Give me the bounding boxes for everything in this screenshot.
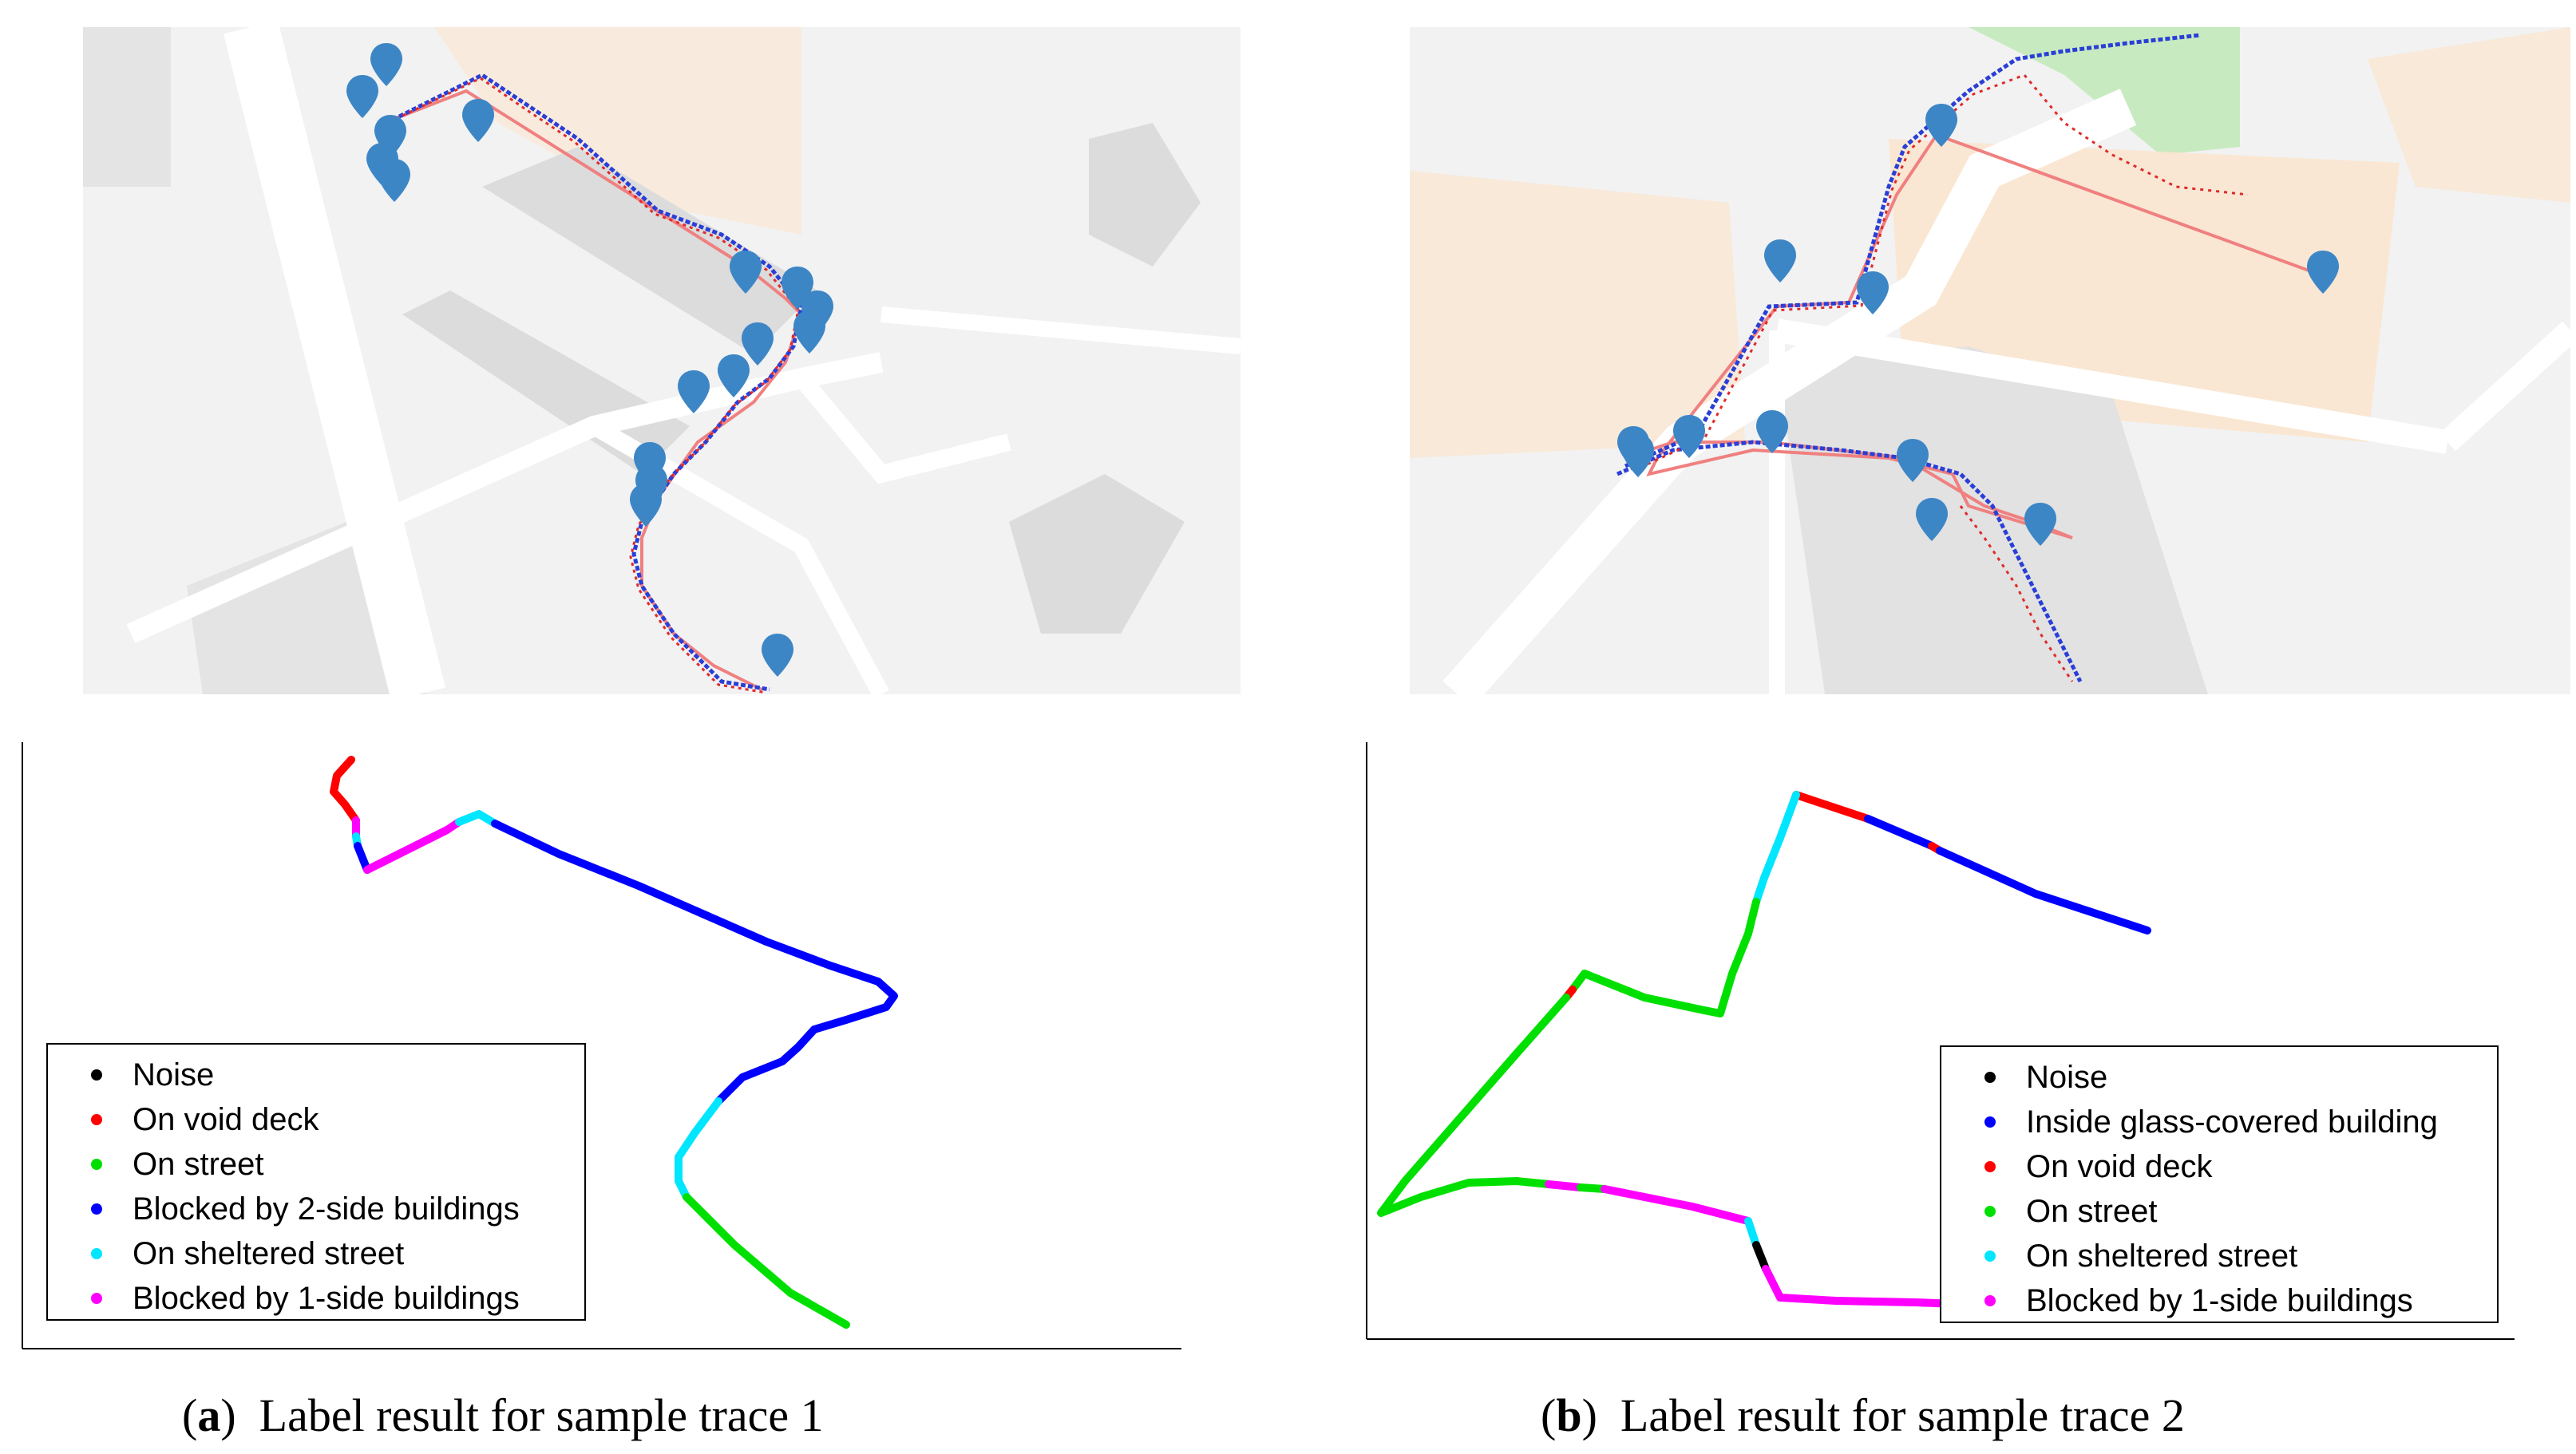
caption-b: (b) Label result for sample trace 2 xyxy=(1541,1389,2185,1441)
trace-a-segment xyxy=(363,818,463,874)
trace-b-segment xyxy=(1577,1183,1609,1193)
legend-label: On void deck xyxy=(133,1101,319,1137)
legend-marker-icon xyxy=(91,1248,102,1259)
trace-b-segment xyxy=(1752,1241,1770,1273)
caption-a-letter: a xyxy=(197,1389,221,1441)
trace-b-segment xyxy=(1545,1180,1585,1191)
trace-b-segment xyxy=(1752,791,1800,906)
legend-label: Noise xyxy=(133,1057,215,1092)
trace-b-segment xyxy=(1569,898,1760,1017)
legend-item: On sheltered street xyxy=(1953,1234,2486,1278)
trace-a-segment xyxy=(683,1193,850,1329)
trace-b-segment xyxy=(1744,1217,1760,1249)
legend-item: Blocked by 1-side buildings xyxy=(1953,1278,2486,1323)
legend-item: Blocked by 1-side buildings xyxy=(59,1276,573,1321)
trace-a-segment xyxy=(675,1097,722,1201)
trace-b-segment xyxy=(1936,847,2151,934)
legend-label: Blocked by 1-side buildings xyxy=(2026,1282,2413,1318)
legend-marker-icon xyxy=(1984,1206,1996,1217)
trace-b-segment xyxy=(1864,815,1936,850)
legend-item: On street xyxy=(59,1142,573,1187)
legend-item: Blocked by 2-side buildings xyxy=(59,1187,573,1231)
caption-a-text: Label result for sample trace 1 xyxy=(259,1389,824,1441)
legend-item: Noise xyxy=(1953,1055,2486,1100)
legend-marker-icon xyxy=(91,1114,102,1125)
legend-label: On sheltered street xyxy=(2026,1238,2298,1274)
legend-marker-icon xyxy=(1984,1295,1996,1306)
legend-label: Blocked by 1-side buildings xyxy=(133,1280,520,1316)
legend-marker-icon xyxy=(91,1159,102,1170)
legend-item: On void deck xyxy=(59,1097,573,1142)
legend-marker-icon xyxy=(1984,1116,1996,1128)
legend-label: Noise xyxy=(2026,1059,2108,1095)
legend-item: On sheltered street xyxy=(59,1231,573,1276)
map-panel-b xyxy=(1410,27,2570,694)
label-plot-a-graphic xyxy=(22,742,1181,1349)
map-pin-icon xyxy=(346,43,833,677)
legend-item: On void deck xyxy=(1953,1144,2486,1189)
legend-marker-icon xyxy=(91,1203,102,1215)
legend-item: On street xyxy=(1953,1189,2486,1234)
trace-b-segment xyxy=(1377,994,1570,1217)
trace-b-segment xyxy=(1792,791,1872,823)
legend-label: On sheltered street xyxy=(133,1235,405,1271)
map-a-graphic xyxy=(83,27,1241,694)
map-pin-icon xyxy=(1617,104,2339,546)
legend-item: Inside glass-covered building xyxy=(1953,1100,2486,1144)
legend-marker-icon xyxy=(1984,1251,1996,1262)
map-b-graphic xyxy=(1410,27,2570,694)
trace-a-segment xyxy=(330,756,360,824)
trace-a-segment xyxy=(455,810,499,828)
trace-a-segment xyxy=(491,820,898,1105)
trace-b-segment xyxy=(1601,1185,1752,1225)
legend-label: Blocked by 2-side buildings xyxy=(133,1191,520,1227)
caption-b-text: Label result for sample trace 2 xyxy=(1620,1389,2185,1441)
legend-marker-icon xyxy=(1984,1072,1996,1083)
map-panel-a xyxy=(83,27,1241,694)
trace-a-segment xyxy=(354,842,371,874)
legend-label: On void deck xyxy=(2026,1148,2213,1184)
caption-a: (a) Label result for sample trace 1 xyxy=(182,1389,824,1441)
legend-label: On street xyxy=(2026,1193,2158,1229)
legend-label: On street xyxy=(133,1146,264,1182)
legend-item: Noise xyxy=(59,1053,573,1097)
legend-marker-icon xyxy=(91,1293,102,1304)
legend-marker-icon xyxy=(1984,1161,1996,1172)
legend-marker-icon xyxy=(91,1069,102,1081)
caption-b-letter: b xyxy=(1556,1389,1582,1441)
legend-label: Inside glass-covered building xyxy=(2026,1104,2438,1140)
